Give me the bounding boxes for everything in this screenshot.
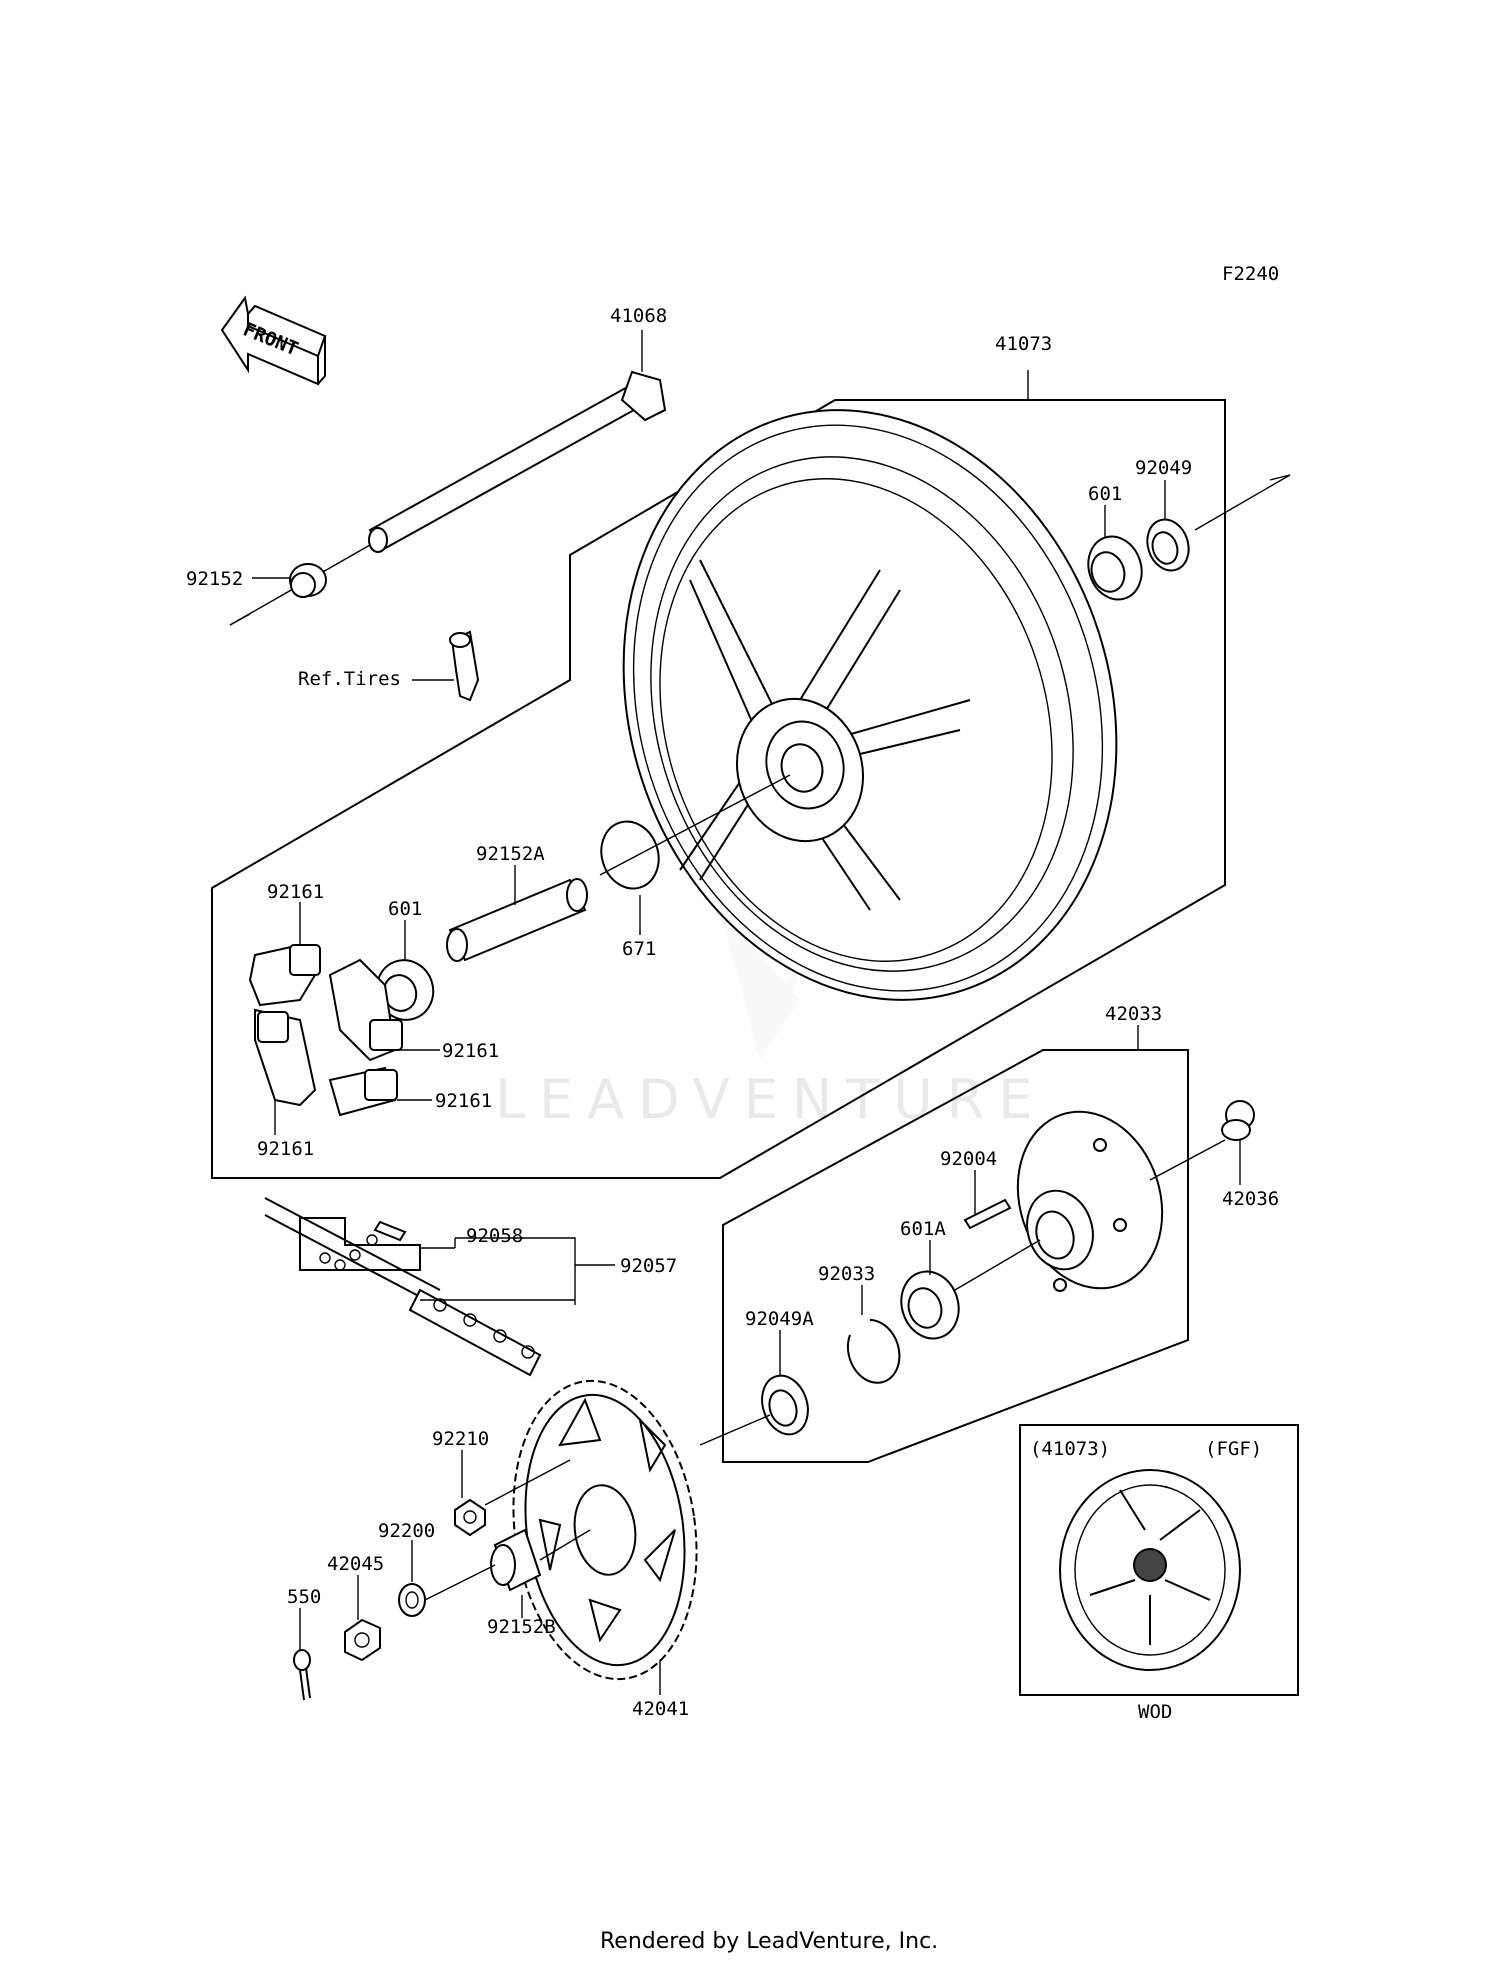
rear-wheel: [622, 409, 1118, 1001]
label-92057: 92057: [620, 1255, 677, 1277]
label-41073: 41073: [995, 333, 1052, 355]
cotter-pin-550: [293, 1649, 311, 1701]
nut-centerline: [484, 1459, 571, 1506]
washer-centerline: [424, 1564, 496, 1601]
label-92152B: 92152B: [487, 1616, 556, 1638]
watermark-logo: [720, 910, 820, 1060]
o-ring-671: [600, 820, 660, 890]
label-42036: 42036: [1222, 1188, 1279, 1210]
collar-42036: [1221, 1100, 1255, 1141]
label-601-top: 601: [1088, 483, 1122, 505]
master-link-92058: [299, 1217, 421, 1271]
hub-centerline-right: [1149, 1139, 1226, 1181]
leader-92058-bracket: [420, 1237, 576, 1305]
stud-92004: [963, 1198, 1012, 1230]
variant-inset: [1019, 1424, 1299, 1696]
oil-seal-92049: [1146, 518, 1190, 572]
label-92161-r1: 92161: [442, 1040, 499, 1062]
sprocket-hub-42033: [1016, 1110, 1164, 1292]
label-92161-top: 92161: [267, 881, 324, 903]
axle-arrow-tail: [229, 613, 251, 626]
label-92161-r2: 92161: [435, 1090, 492, 1112]
hub-centerline: [599, 774, 791, 876]
label-601-mid: 601: [388, 898, 422, 920]
figure-code: F2240: [1222, 263, 1279, 285]
label-42033: 42033: [1105, 1003, 1162, 1025]
damper-92161-d: [328, 1066, 398, 1117]
label-92152A: 92152A: [476, 843, 545, 865]
label-92200: 92200: [378, 1520, 435, 1542]
inset-part-ref: (41073): [1030, 1438, 1110, 1460]
castle-nut-42045: [344, 1618, 381, 1662]
label-92210: 92210: [432, 1428, 489, 1450]
label-92004: 92004: [940, 1148, 997, 1170]
watermark-text: LEADVENTURE: [495, 1068, 1046, 1131]
axle-shaft: [368, 370, 667, 553]
label-92058: 92058: [466, 1225, 523, 1247]
bearing-601A-centerline: [954, 1239, 1041, 1291]
bearing-601-top: [1087, 535, 1143, 601]
label-92049: 92049: [1135, 457, 1192, 479]
circlip-92033: [846, 1319, 901, 1384]
bearing-601A: [900, 1270, 960, 1340]
label-92152: 92152: [186, 568, 243, 590]
hub-assembly-outline: [722, 1049, 1189, 1463]
label-671: 671: [622, 938, 656, 960]
label-92161-bot: 92161: [257, 1138, 314, 1160]
wheel-assembly-outline: [211, 399, 1226, 1179]
label-41068: 41068: [610, 305, 667, 327]
front-arrow-icon: FRONT: [220, 295, 327, 386]
collar-centerline: [539, 1529, 591, 1561]
collar-92152B: [490, 1528, 542, 1592]
label-92049A: 92049A: [745, 1308, 814, 1330]
bearing-601-mid: [375, 959, 435, 1021]
label-42041: 42041: [632, 1698, 689, 1720]
inset-variant: (FGF): [1205, 1438, 1262, 1460]
sprocket-42041: [512, 1379, 698, 1681]
collar-92152: [289, 563, 327, 598]
sprocket-centerline: [699, 1414, 771, 1446]
axle-centerline-right: [1194, 474, 1291, 531]
footer-credit: Rendered by LeadVenture, Inc.: [600, 1929, 938, 1954]
valve-stem-icon: [449, 630, 480, 702]
oil-seal-92049A: [761, 1374, 809, 1436]
damper-92161-c: [254, 1008, 317, 1107]
label-ref-tires: Ref.Tires: [298, 668, 401, 690]
label-42045: 42045: [327, 1553, 384, 1575]
nut-92210: [454, 1498, 486, 1537]
axle-arrow-head: [1269, 474, 1291, 481]
collar-92152A: [446, 878, 588, 962]
label-92033: 92033: [818, 1263, 875, 1285]
label-550: 550: [287, 1586, 321, 1608]
damper-92161-a: [248, 943, 321, 1007]
label-601A: 601A: [900, 1218, 946, 1240]
washer-92200: [398, 1583, 426, 1617]
inset-caption: WOD: [1138, 1701, 1172, 1723]
